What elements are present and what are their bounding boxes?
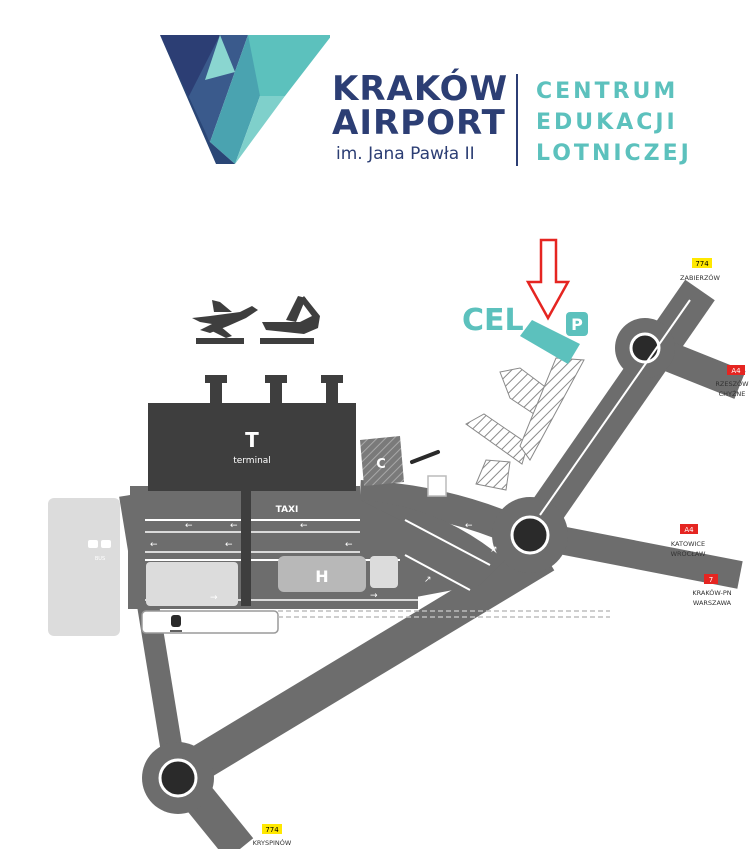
svg-text:↗: ↗: [424, 575, 432, 585]
taxi-label: TAXI: [276, 505, 299, 515]
svg-text:←: ←: [230, 521, 238, 531]
center-line-2: EDUKACJI: [536, 110, 678, 135]
road-label-east: A4 RZESZÓW CHYŻNE: [715, 365, 749, 398]
hotel-letter: H: [315, 567, 328, 586]
terminal-building: T terminal: [148, 375, 356, 606]
train-icon: [170, 615, 182, 632]
svg-text:←: ←: [345, 540, 353, 550]
red-arrow-icon: [525, 238, 571, 321]
rail-station-platform: [141, 610, 279, 634]
brand-divider: [516, 74, 518, 166]
road-name-wroclaw: WROCŁAW: [671, 550, 706, 558]
svg-text:←: ←: [300, 521, 308, 531]
center-line-3: LOTNICZEJ: [536, 141, 692, 166]
road-badge-a4-mid: A4: [684, 526, 694, 534]
svg-text:→: →: [370, 591, 378, 601]
center-title: CENTRUM EDUKACJI LOTNICZEJ: [536, 76, 692, 169]
cargo-letter: C: [376, 457, 386, 472]
svg-text:←: ←: [150, 540, 158, 550]
parking-area-east: [370, 556, 398, 588]
road-badge-774-north: 774: [695, 260, 709, 268]
terminal-word: terminal: [233, 456, 271, 466]
cargo-building: C: [360, 436, 447, 497]
svg-text:←: ←: [465, 521, 473, 531]
bus-label: BUS: [95, 556, 105, 562]
brand-line-krakow: KRAKÓW: [332, 69, 509, 109]
road-label-southeast: 7 KRAKÓW-PN WARSZAWA: [692, 574, 732, 607]
svg-text:←: ←: [185, 521, 193, 531]
center-line-1: CENTRUM: [536, 79, 679, 104]
road-label-mid: A4 KATOWICE WROCŁAW: [671, 524, 706, 558]
road-label-south: 774 KRYSPINÓW: [253, 824, 292, 847]
road-badge-7: 7: [709, 576, 713, 584]
airport-logo-icon: [160, 35, 330, 164]
arrival-plane-icon: [260, 296, 320, 344]
road-name-chyzne: CHYŻNE: [719, 389, 746, 398]
departure-plane-icon: [192, 300, 258, 344]
cel-label: CEL: [462, 303, 524, 338]
bus-parking-area: [48, 498, 120, 636]
roundabout-north: [615, 318, 675, 378]
road-label-north: 774 ZABIERZÓW: [680, 258, 721, 282]
terminal-letter: T: [245, 428, 259, 452]
traffic-arrows: ← ← ← ← ← ← ← → → ↗ ↗: [150, 521, 498, 603]
roundabout-central: [492, 497, 568, 573]
road-name-kryspinow: KRYSPINÓW: [253, 838, 292, 847]
svg-text:←: ←: [225, 540, 233, 550]
road-name-zabierzow: ZABIERZÓW: [680, 273, 720, 282]
brand-header: KRAKÓW AIRPORT im. Jana Pawła II CENTRUM…: [160, 32, 700, 172]
road-name-warszawa: WARSZAWA: [693, 599, 732, 607]
brand-subtitle: im. Jana Pawła II: [336, 144, 475, 164]
svg-text:↗: ↗: [490, 545, 498, 555]
road-badge-774-south: 774: [265, 826, 279, 834]
svg-text:→: →: [210, 593, 218, 603]
brand-title: KRAKÓW AIRPORT: [332, 72, 508, 140]
road-badge-a4-east: A4: [731, 367, 741, 375]
roundabout-south: [142, 742, 214, 814]
brand-line-airport: AIRPORT: [332, 103, 506, 143]
parking-area-west: [146, 562, 238, 606]
road-name-krakow-pn: KRAKÓW-PN: [692, 588, 731, 597]
road-name-rzeszow: RZESZÓW: [715, 379, 749, 388]
hotel-building: [278, 556, 366, 592]
hatched-car-park: [465, 357, 585, 491]
parking-label: P: [571, 315, 583, 334]
highway-divider: [539, 299, 691, 516]
bus-icon: BUS: [88, 540, 111, 562]
cel-building: CEL P: [462, 303, 588, 364]
road-name-katowice: KATOWICE: [671, 540, 705, 548]
